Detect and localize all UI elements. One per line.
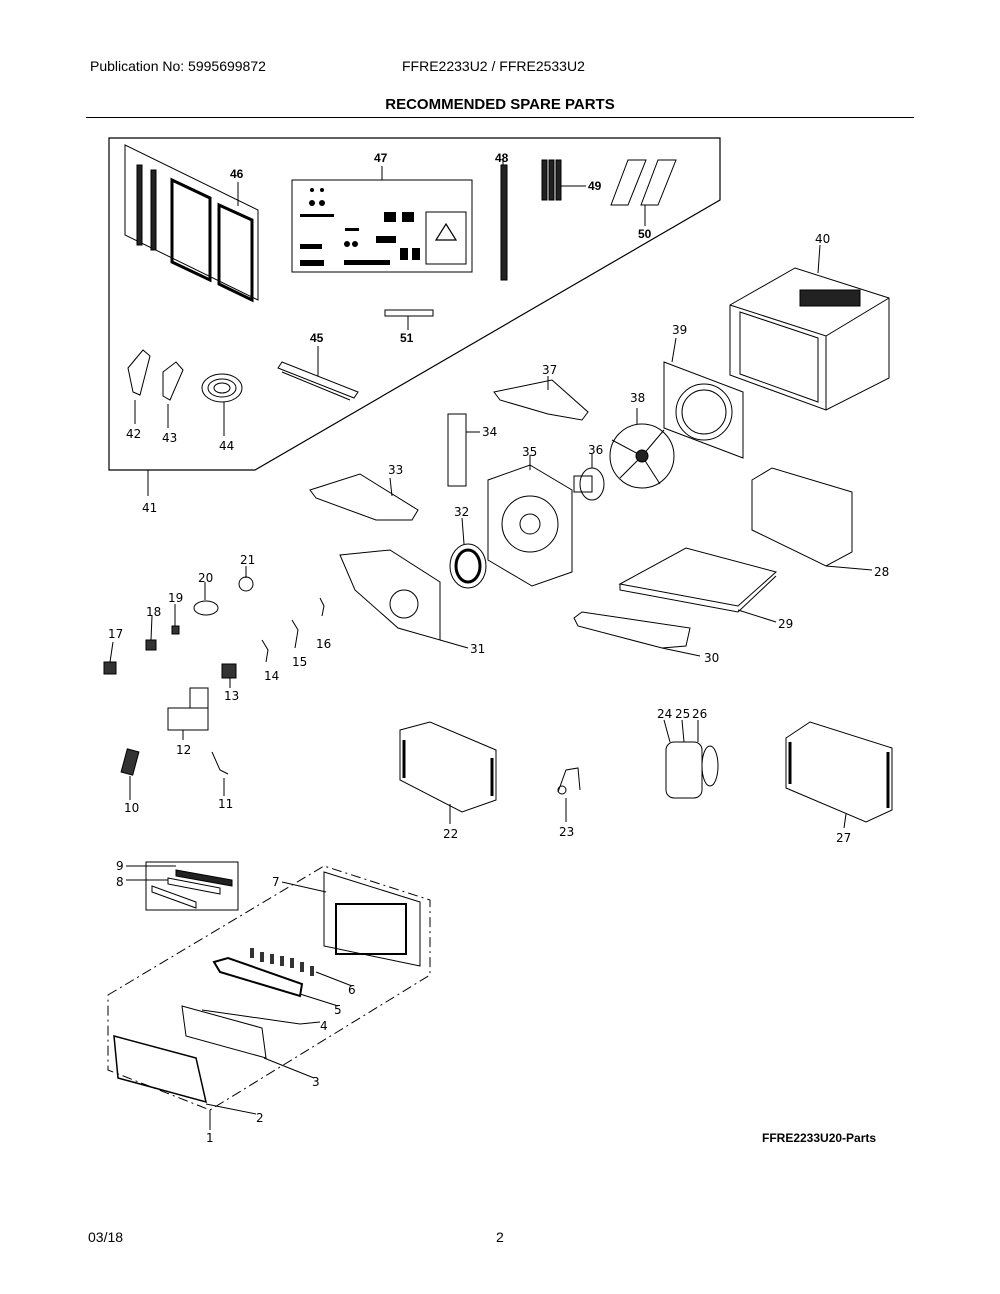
part-34-control-bracket	[447, 413, 480, 487]
small-control-parts	[103, 566, 325, 800]
callout-46: 46	[230, 167, 244, 181]
part-51-strip	[384, 309, 434, 330]
callout-44: 44	[219, 439, 234, 453]
part-33-top-cover	[309, 473, 419, 521]
callout-11: 11	[218, 797, 233, 811]
model-numbers: FFRE2233U2 / FFRE2533U2	[402, 58, 585, 74]
part-39-fan-shroud	[663, 337, 744, 459]
callout-15: 15	[292, 655, 307, 669]
part-37-cover	[493, 376, 589, 421]
title-rule	[86, 117, 914, 118]
callout-49: 49	[588, 179, 602, 193]
callout-17: 17	[108, 627, 123, 641]
part-47-hardware-kit	[291, 166, 473, 273]
callout-50: 50	[638, 227, 652, 241]
callout-7: 7	[272, 875, 280, 889]
callout-47: 47	[374, 151, 388, 165]
part-50-foam-pads	[610, 159, 677, 226]
callout-43: 43	[162, 431, 177, 445]
part-28-partition	[751, 467, 873, 571]
callout-42: 42	[126, 427, 141, 441]
callout-18: 18	[146, 605, 161, 619]
callout-23: 23	[559, 825, 574, 839]
callout-16: 16	[316, 637, 331, 651]
callout-34: 34	[482, 425, 497, 439]
callout-2: 2	[256, 1111, 264, 1125]
part-24-26-compressor	[663, 719, 719, 799]
callout-41: 41	[142, 501, 157, 515]
callout-24: 24	[657, 707, 672, 721]
callout-10: 10	[124, 801, 139, 815]
callout-19: 19	[168, 591, 183, 605]
part-40-cabinet	[729, 244, 890, 411]
part-42-bracket	[127, 349, 151, 424]
callout-51: 51	[400, 331, 414, 345]
callout-1: 1	[206, 1131, 214, 1145]
part-46-curtain-panels	[124, 144, 259, 303]
part-43-bracket	[162, 361, 184, 428]
callout-48: 48	[495, 151, 509, 165]
callout-26: 26	[692, 707, 707, 721]
part-29-base-pan	[618, 547, 778, 623]
figure-label: FFRE2233U20-Parts	[762, 1131, 877, 1145]
callout-35: 35	[522, 445, 537, 459]
part-38-condenser-fan	[609, 408, 675, 489]
callout-4: 4	[320, 1019, 328, 1033]
callout-29: 29	[778, 617, 793, 631]
front-grille-assembly	[107, 865, 431, 1130]
callout-14: 14	[264, 669, 279, 683]
callout-8: 8	[116, 875, 124, 889]
part-27-condenser-coil	[785, 721, 893, 829]
part-36-fan-motor	[573, 453, 605, 501]
callout-45: 45	[310, 331, 324, 345]
callout-38: 38	[630, 391, 645, 405]
accessory-kit-outline	[108, 137, 721, 471]
part-31-evaporator-panel	[339, 549, 469, 649]
callout-31: 31	[470, 642, 485, 656]
publication-number: Publication No: 5995699872	[90, 58, 266, 74]
callout-13: 13	[224, 689, 239, 703]
part-35-blower-housing	[487, 455, 573, 587]
part-22-evaporator-coil	[399, 721, 497, 824]
part-48-seal-strip	[500, 160, 508, 281]
callout-12: 12	[176, 743, 191, 757]
callout-9: 9	[116, 859, 124, 873]
callout-labels: 1 2 3 4 5 6 7 8 9 10 11 12 13 14 15 16 1…	[108, 151, 889, 1145]
callout-32: 32	[454, 505, 469, 519]
parts-8-9-box	[126, 861, 239, 911]
callout-6: 6	[348, 983, 356, 997]
callout-39: 39	[672, 323, 687, 337]
part-44-coil	[201, 373, 243, 436]
part-45-sill-support	[277, 346, 359, 401]
callout-40: 40	[815, 232, 830, 246]
page-title: RECOMMENDED SPARE PARTS	[385, 96, 615, 113]
callout-33: 33	[388, 463, 403, 477]
callout-30: 30	[704, 651, 719, 665]
callout-28: 28	[874, 565, 889, 579]
callout-5: 5	[334, 1003, 342, 1017]
callout-36: 36	[588, 443, 603, 457]
publication-date: 03/18	[88, 1229, 124, 1245]
part-23-tube	[557, 767, 581, 822]
part-30-rail	[573, 611, 701, 657]
page-number: 2	[496, 1229, 504, 1245]
callout-21: 21	[240, 553, 255, 567]
callout-27: 27	[836, 831, 851, 845]
callout-37: 37	[542, 363, 557, 377]
callout-22: 22	[443, 827, 458, 841]
callout-3: 3	[312, 1075, 320, 1089]
part-49-foam-strips	[541, 159, 586, 201]
callout-25: 25	[675, 707, 690, 721]
part-32-blower-wheel	[449, 517, 487, 589]
callout-20: 20	[198, 571, 213, 585]
